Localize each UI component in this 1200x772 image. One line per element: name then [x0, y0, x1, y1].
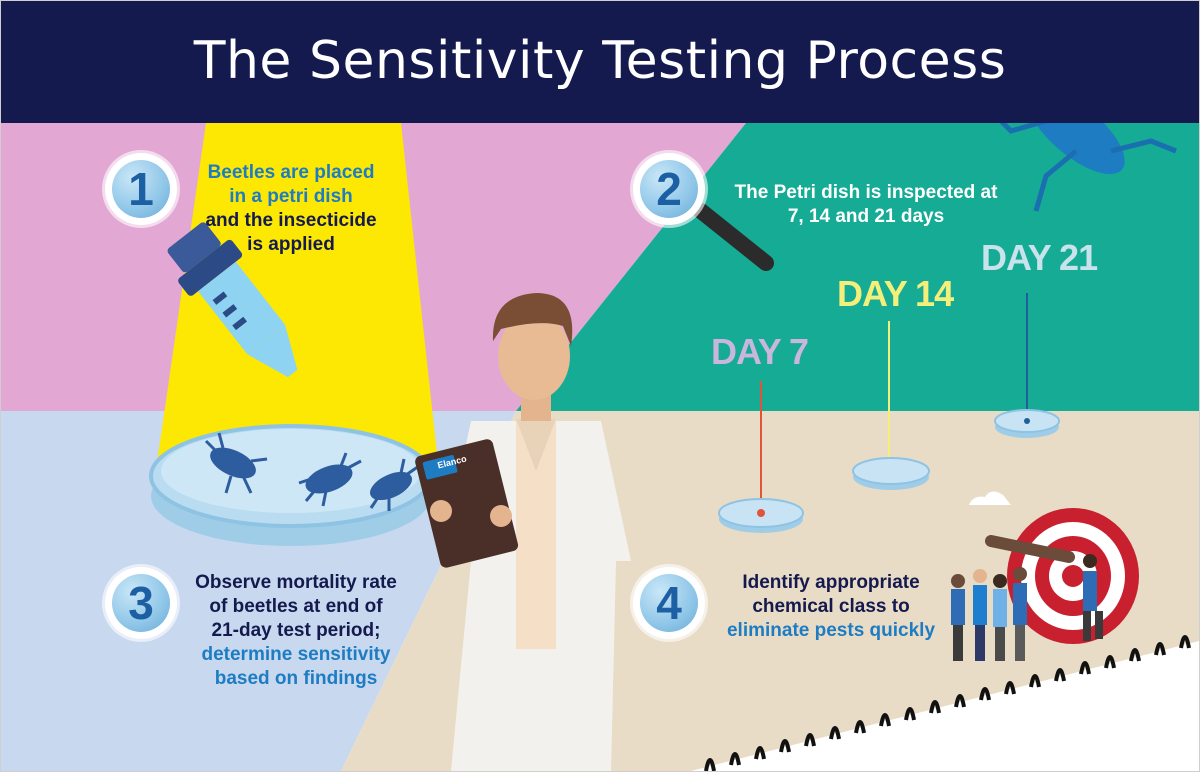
step-2-line: 7, 14 and 21 days: [787, 206, 945, 227]
day-14-label: DAY 14: [837, 273, 954, 314]
step-1-badge: 1: [105, 153, 177, 225]
step-3-line: Observe mortality rate: [195, 572, 397, 593]
light-beam: [153, 123, 441, 491]
petri-dish-day14: [852, 457, 930, 490]
beetle-icon: [369, 458, 420, 511]
step-1-line: is applied: [247, 234, 335, 255]
step-3-line: of beetles at end of: [209, 596, 383, 617]
cloud-icon: [969, 491, 1011, 505]
step-3-line: 21-day test period;: [211, 620, 381, 641]
header-bar: [1, 1, 1199, 123]
beetle-icon: [204, 432, 268, 494]
step-4-line: eliminate pests quickly: [726, 620, 936, 641]
step-3-text: Observe mortality rate of beetles at end…: [186, 571, 406, 691]
day-7-label: DAY 7: [711, 331, 809, 372]
step-3-line: determine sensitivity: [201, 644, 391, 665]
step-3-line: based on findings: [214, 668, 378, 689]
dropper-icon: [167, 222, 298, 378]
step-2-badge: 2: [633, 153, 705, 225]
step-4-text: Identify appropriate chemical class to e…: [721, 571, 941, 643]
petri-dish-day7: [718, 498, 804, 533]
petri-dish-day21: [994, 409, 1060, 438]
beetle-icon: [298, 452, 362, 507]
step-1-line: Beetles are placed: [207, 162, 375, 183]
notebook-spiral-icon: [691, 635, 1199, 771]
teal-quadrant: [516, 123, 1199, 411]
step-1-text: Beetles are placed in a petri dish and t…: [201, 161, 381, 257]
step-2-text: The Petri dish is inspected at 7, 14 and…: [721, 181, 1011, 229]
magnifier-handle-icon: [693, 203, 774, 271]
step-2-line: The Petri dish is inspected at: [734, 182, 998, 203]
step-3-badge: 3: [105, 567, 177, 639]
step-4-line: Identify appropriate: [742, 572, 920, 593]
scientist-illustration: [415, 293, 631, 771]
step-4-badge: 4: [633, 567, 705, 639]
day-21-label: DAY 21: [981, 237, 1098, 278]
page-title: The Sensitivity Testing Process: [193, 31, 1007, 91]
step-1-line: and the insecticide: [205, 210, 377, 231]
step-1-line: in a petri dish: [229, 186, 353, 207]
step-4-line: chemical class to: [752, 596, 910, 617]
team-people-icon: [951, 554, 1103, 661]
